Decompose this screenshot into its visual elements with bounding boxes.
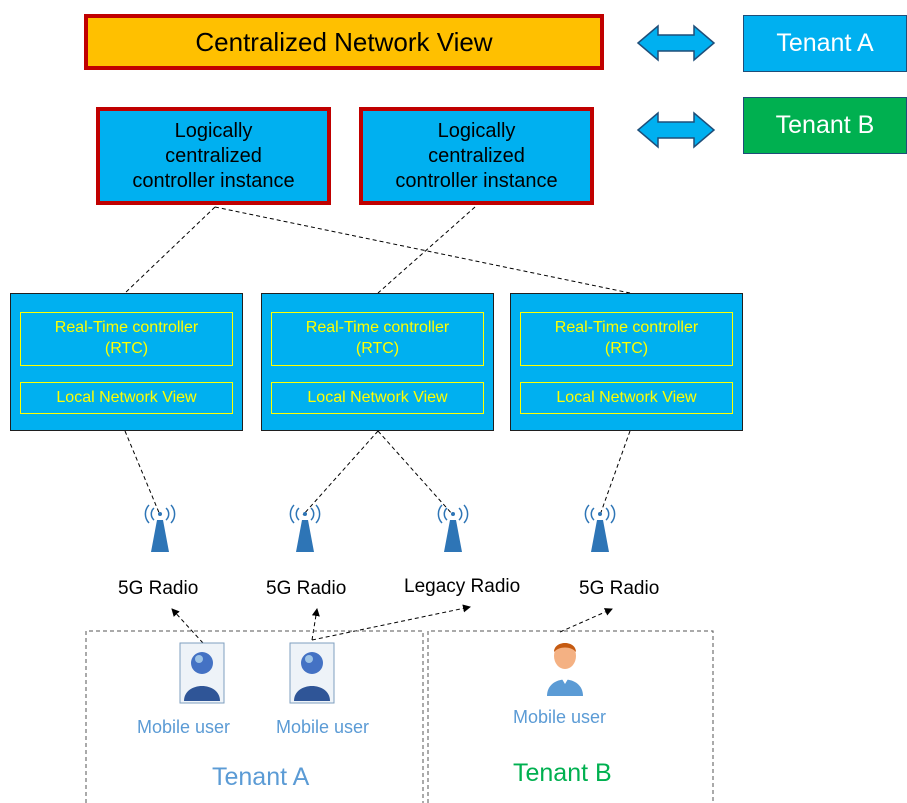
logical-controller-1: Logically centralized controller instanc…	[96, 107, 331, 205]
link-rtc2-radio3	[377, 430, 454, 516]
radio-label-4: 5G Radio	[579, 578, 660, 599]
radio-label-2: 5G Radio	[266, 578, 347, 599]
rtc-label: Real-Time controller (RTC)	[271, 312, 484, 366]
logical-controller-label: Logically centralized controller instanc…	[132, 119, 295, 192]
mobile-user-label-3: Mobile user	[513, 707, 607, 727]
mobile-user-label-2: Mobile user	[276, 717, 370, 737]
antenna-icon	[584, 504, 616, 552]
antenna-icon	[289, 504, 321, 552]
radio-label-3: Legacy Radio	[404, 576, 521, 597]
antenna-icon	[437, 504, 469, 552]
rtc-node-1: Real-Time controller (RTC) Local Network…	[10, 293, 243, 431]
tenant-a-zone	[85, 630, 424, 803]
link-lc1-rtc3	[214, 206, 631, 294]
rtc-label: Real-Time controller (RTC)	[520, 312, 733, 366]
link-user2-radio3	[311, 604, 471, 641]
tenant-b-tag-label: Tenant B	[775, 111, 875, 139]
link-rtc1-radio1	[124, 430, 161, 516]
tenant-a-zone-label: Tenant A	[212, 763, 310, 791]
local-network-view-label: Local Network View	[20, 382, 233, 414]
tenant-b-tag: Tenant B	[743, 97, 907, 154]
link-user1-radio1	[171, 608, 204, 644]
tenant-a-tag-label: Tenant A	[776, 29, 874, 57]
rtc-node-3: Real-Time controller (RTC) Local Network…	[510, 293, 743, 431]
mobile-user-icon	[289, 642, 335, 704]
link-rtc2-radio2	[302, 430, 379, 516]
local-network-view-label: Local Network View	[520, 382, 733, 414]
logical-controller-label: Logically centralized controller instanc…	[395, 119, 558, 192]
link-lc2-rtc2	[377, 206, 476, 294]
link-lc1-rtc1	[124, 206, 216, 294]
local-network-view-label: Local Network View	[271, 382, 484, 414]
link-user3-radio4	[559, 608, 613, 633]
link-rtc3-radio4	[599, 430, 631, 516]
rtc-node-2: Real-Time controller (RTC) Local Network…	[261, 293, 494, 431]
logical-controller-2: Logically centralized controller instanc…	[359, 107, 594, 205]
tenant-b-zone	[427, 630, 714, 803]
antenna-icon	[144, 504, 176, 552]
double-arrow-icon-b	[636, 111, 716, 149]
mobile-user-label-1: Mobile user	[137, 717, 231, 737]
rtc-label: Real-Time controller (RTC)	[20, 312, 233, 366]
double-arrow-icon-a	[636, 24, 716, 62]
centralized-network-view-label: Centralized Network View	[195, 26, 493, 57]
mobile-user-icon	[547, 643, 583, 696]
mobile-user-icon	[179, 642, 225, 704]
centralized-network-view: Centralized Network View	[84, 14, 604, 70]
tenant-a-tag: Tenant A	[743, 15, 907, 72]
radio-label-1: 5G Radio	[118, 578, 199, 599]
tenant-b-zone-label: Tenant B	[513, 759, 612, 787]
link-user2-radio2	[311, 608, 320, 641]
